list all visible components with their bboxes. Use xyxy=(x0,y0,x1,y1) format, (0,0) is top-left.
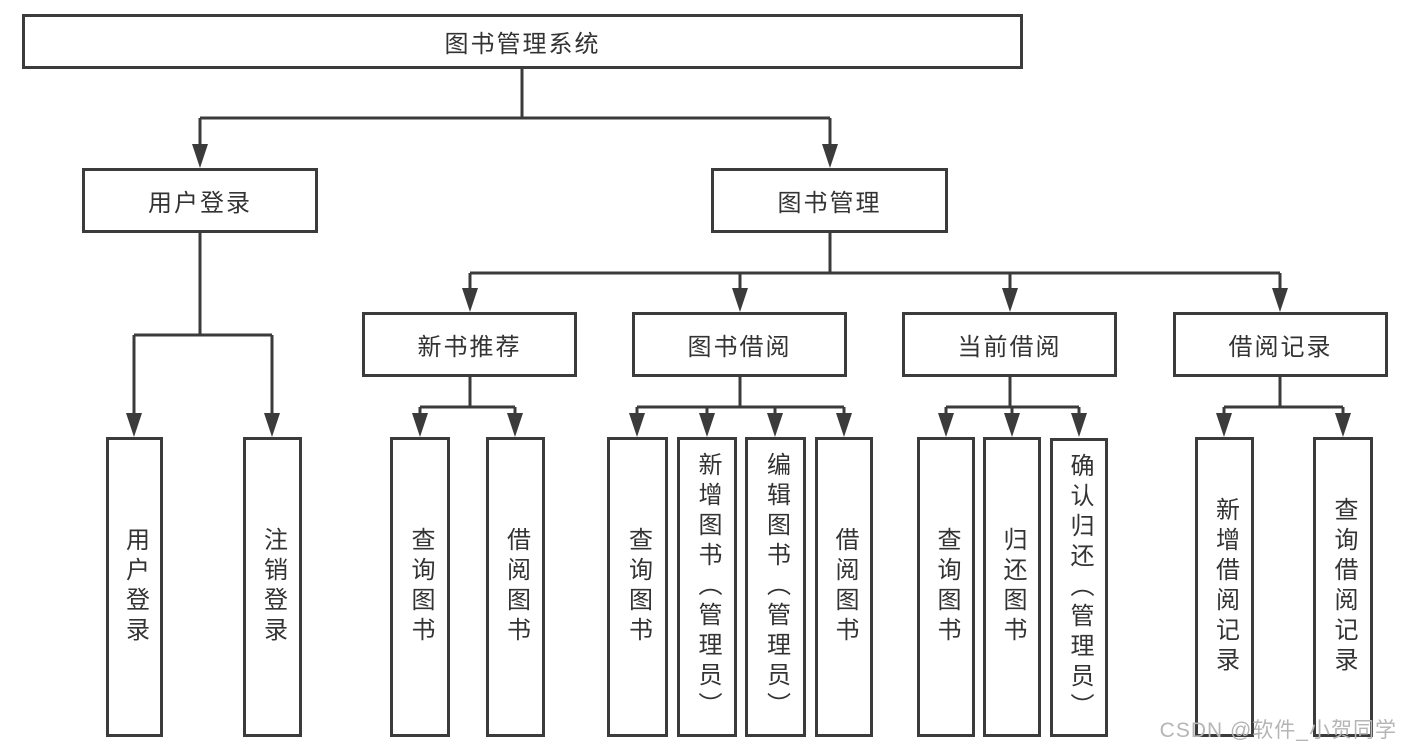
leaf-borrow-book-label: 借阅图书 xyxy=(831,527,858,647)
leaf-return-book: 归还图书 xyxy=(983,437,1041,737)
node-new-book-recommend-label: 新书推荐 xyxy=(417,334,522,361)
leaf-query-book-current: 查询图书 xyxy=(917,437,975,737)
leaf-logout: 注销登录 xyxy=(243,437,302,737)
leaf-query-book-borrow: 查询图书 xyxy=(607,437,668,737)
node-new-book-recommend: 新书推荐 xyxy=(362,312,577,377)
leaf-borrow-book-recommend: 借阅图书 xyxy=(486,437,545,737)
leaf-query-book-borrow-label: 查询图书 xyxy=(624,527,652,647)
node-user-login: 用户登录 xyxy=(82,168,318,233)
leaf-add-book-admin-label: 新增图书（管理员） xyxy=(694,452,721,722)
leaf-user-login: 用户登录 xyxy=(106,437,163,737)
node-current-borrowing: 当前借阅 xyxy=(902,312,1117,377)
leaf-query-borrow-record: 查询借阅记录 xyxy=(1313,437,1373,737)
leaf-return-book-label: 归还图书 xyxy=(999,527,1026,647)
leaf-edit-book-admin: 编辑图书（管理员） xyxy=(745,437,806,737)
leaf-confirm-return-admin-label: 确认归还（管理员） xyxy=(1066,452,1093,723)
leaf-query-book-current-label: 查询图书 xyxy=(933,527,960,647)
leaf-query-borrow-record-label: 查询借阅记录 xyxy=(1330,497,1357,677)
node-user-login-label: 用户登录 xyxy=(148,190,252,217)
arrowheads xyxy=(126,144,1351,437)
node-book-borrowing: 图书借阅 xyxy=(632,312,847,377)
csdn-watermark: CSDN @软件_小贺同学 xyxy=(1159,719,1397,742)
leaf-logout-label: 注销登录 xyxy=(259,527,287,647)
leaf-query-book-recommend: 查询图书 xyxy=(390,437,450,737)
leaf-add-borrow-record: 新增借阅记录 xyxy=(1195,437,1254,737)
node-borrowing-records: 借阅记录 xyxy=(1173,312,1388,377)
node-book-borrowing-label: 图书借阅 xyxy=(687,334,792,361)
leaf-borrow-book: 借阅图书 xyxy=(815,437,873,737)
node-library-system-label: 图书管理系统 xyxy=(444,31,601,58)
leaf-add-book-admin: 新增图书（管理员） xyxy=(677,437,737,737)
node-book-management-label: 图书管理 xyxy=(777,190,882,217)
node-borrowing-records-label: 借阅记录 xyxy=(1228,334,1333,361)
leaf-add-borrow-record-label: 新增借阅记录 xyxy=(1211,497,1239,677)
leaf-edit-book-admin-label: 编辑图书（管理员） xyxy=(762,452,790,722)
leaf-query-book-recommend-label: 查询图书 xyxy=(407,527,434,647)
leaf-user-login-label: 用户登录 xyxy=(121,527,149,647)
leaf-borrow-book-recommend-label: 借阅图书 xyxy=(502,527,530,647)
node-current-borrowing-label: 当前借阅 xyxy=(957,334,1062,361)
node-library-system: 图书管理系统 xyxy=(22,14,1023,69)
leaf-confirm-return-admin: 确认归还（管理员） xyxy=(1050,438,1108,737)
node-book-management: 图书管理 xyxy=(711,168,948,233)
